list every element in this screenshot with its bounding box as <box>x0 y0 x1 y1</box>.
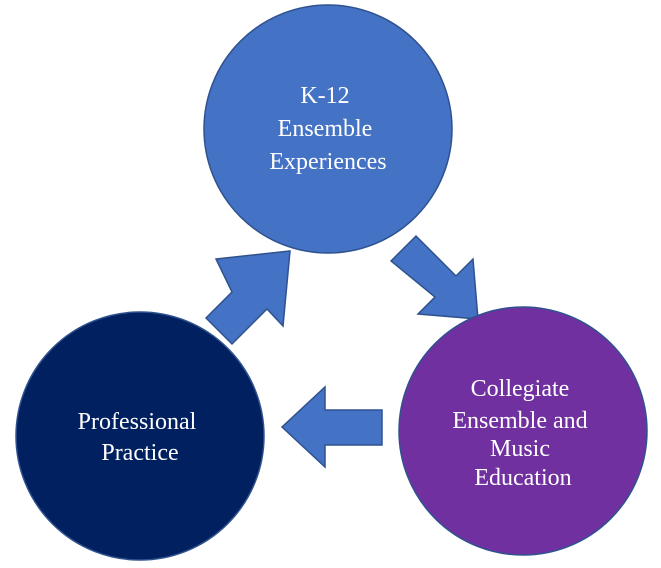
node-collegiate-line-1: Collegiate <box>471 376 570 402</box>
svg-text:Professional Practice: Professional Practice <box>78 409 203 466</box>
node-professional-line-1: Professional <box>78 409 197 435</box>
arrow-k12-to-collegiate <box>389 234 479 320</box>
node-k12-line-3: Experiences <box>269 149 386 175</box>
node-collegiate-circle <box>398 306 648 556</box>
node-k12-line-2: Ensemble <box>278 116 373 142</box>
arrow-professional-to-k12 <box>204 250 291 346</box>
arrow-collegiate-to-professional <box>280 385 383 469</box>
svg-text:Collegiate Ensemble and: Collegiate Ensemble and Music Education <box>452 376 593 491</box>
node-k12-circle <box>203 4 453 254</box>
node-collegiate-line-4: Education <box>474 465 571 491</box>
node-professional-circle <box>15 311 265 561</box>
node-k12-line-1: K-12 <box>300 83 349 109</box>
node-collegiate-line-2: Ensemble and <box>452 408 587 434</box>
node-professional-line-2: Practice <box>101 440 178 466</box>
node-k12: K-12 Ensemble Experiences <box>203 4 453 254</box>
node-professional: Professional Practice <box>15 311 265 561</box>
node-collegiate: Collegiate Ensemble and Music Education <box>398 306 648 556</box>
svg-text:K-12 Ensemble Expe: K-12 Ensemble Experiences <box>269 83 386 175</box>
node-collegiate-line-3: Music <box>490 436 550 462</box>
